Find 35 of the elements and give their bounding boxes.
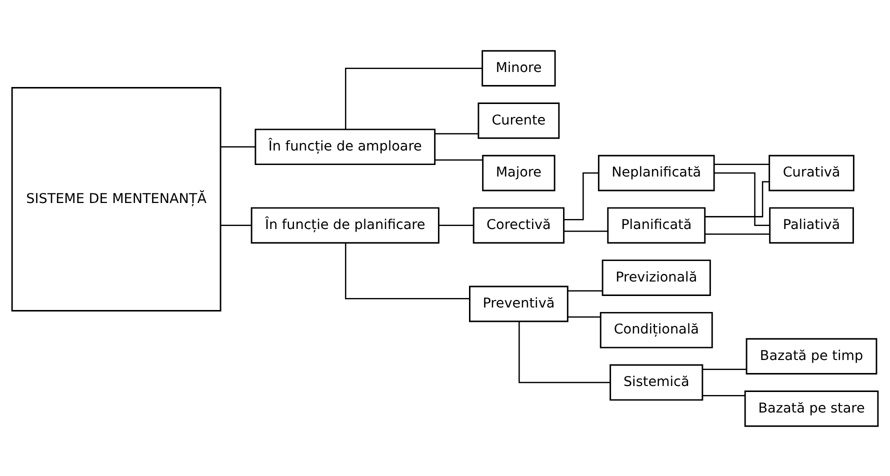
node-box: Corectivă [472,206,564,244]
connector [564,172,598,220]
connector [220,146,256,147]
node-box: În funcție de planificare [250,206,440,244]
connector [714,163,770,164]
node-box: Curativă [768,154,854,191]
node-box: Bazată pe stare [744,390,879,426]
connector [568,316,600,318]
node-box: Majore [482,154,556,191]
connector [344,242,470,299]
connector [220,224,252,226]
node-box: Minore [482,50,556,86]
connector [705,233,770,234]
connector [518,321,610,383]
node-box: Preventivă [469,285,568,322]
connector [344,67,482,129]
node-box: Condițională [600,311,713,348]
node-box: Sistemică [610,364,704,400]
node-box: Paliativă [769,206,854,244]
node-box: Planificată [607,206,706,244]
connector [702,368,746,370]
connector [568,290,602,291]
connector [702,394,745,396]
node-box: Bazată pe timp [746,338,878,374]
connector [705,180,769,217]
node-box: Curente [478,102,560,138]
node-box: În funcție de amploare [254,128,436,165]
connector [564,230,608,232]
node-box: SISTEME DE MENTENANȚĂ [11,86,222,311]
connector [434,158,483,160]
connector [714,172,770,226]
node-box: Previzională [602,259,711,296]
connector [438,224,474,226]
connector [434,132,478,134]
node-box: Neplanificată [598,154,715,191]
